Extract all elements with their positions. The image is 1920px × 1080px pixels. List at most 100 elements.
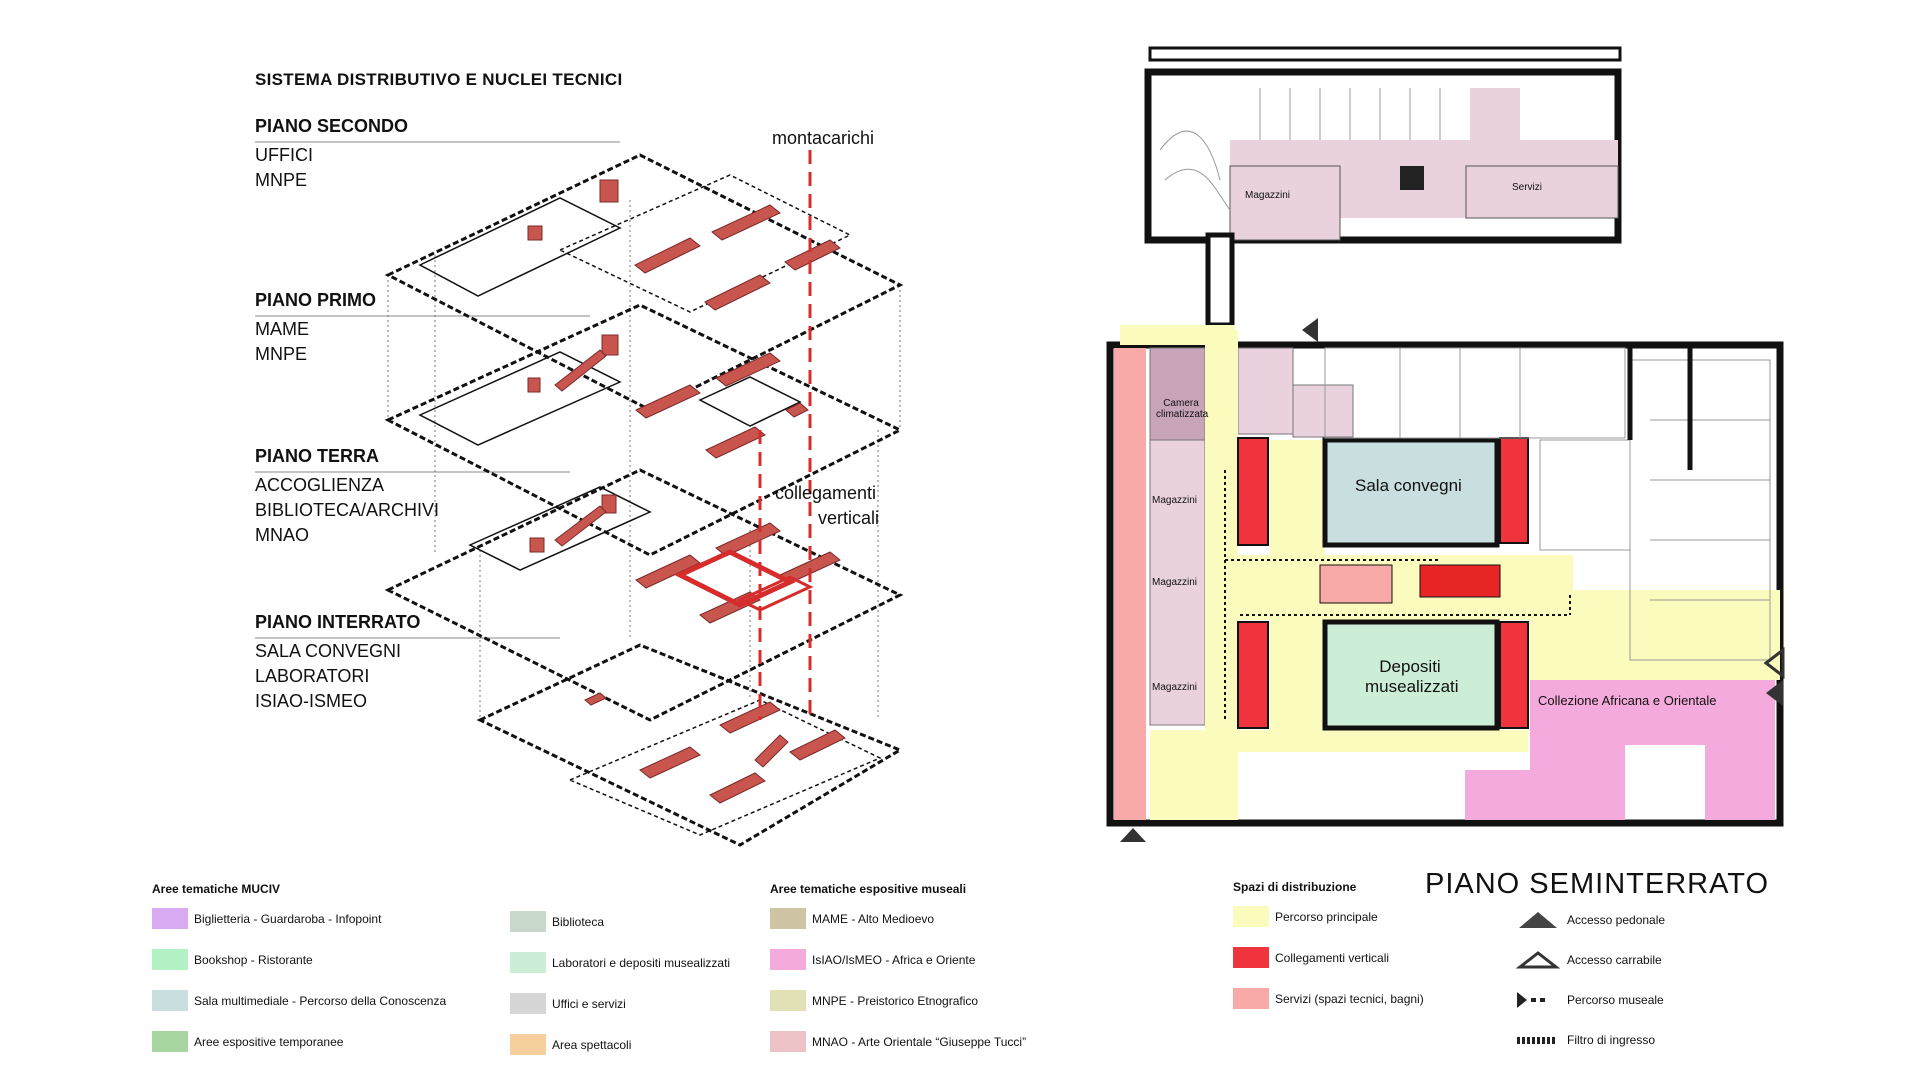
legend-misc: Biblioteca Laboratori e depositi museali… — [510, 911, 730, 1055]
legend-item: Biglietteria - Guardaroba - Infopoint — [152, 908, 446, 929]
floor-item: SALA CONVEGNI — [255, 641, 402, 661]
legend-item: Laboratori e depositi musealizzati — [510, 952, 730, 973]
legend-item: Area spettacoli — [510, 1034, 730, 1055]
legend-musei: Aree tematiche espositive museali MAME -… — [770, 882, 1026, 1052]
slab-piano-secondo — [384, 153, 904, 412]
legend-item: Collegamenti verticali — [1233, 947, 1424, 968]
legend-swatch — [1233, 906, 1269, 927]
accesso-pedonale-icon — [1302, 318, 1318, 342]
legend-item: Sala multimediale - Percorso della Conos… — [152, 990, 446, 1011]
legend-label: Servizi (spazi tecnici, bagni) — [1275, 991, 1424, 1006]
legend-item: Accesso carrabile — [1515, 950, 1665, 970]
legend-swatch — [510, 911, 546, 932]
legend-item: IsIAO/IsMEO - Africa e Oriente — [770, 949, 1026, 970]
main-block — [1106, 318, 1785, 842]
legend-label: Bookshop - Ristorante — [194, 952, 313, 967]
room-label-collezione: Collezione Africana e Orientale — [1538, 693, 1717, 708]
legend-swatch — [770, 990, 806, 1011]
legend-swatch — [510, 1034, 546, 1055]
legend-swatch — [152, 1031, 188, 1052]
verticali-label: verticali — [818, 508, 880, 528]
legend-heading: Aree tematiche MUCIV — [152, 882, 281, 896]
room-label-depositi-2: musealizzati — [1365, 677, 1459, 696]
legend-item: MAME - Alto Medioevo — [770, 908, 1026, 929]
floor-item: UFFICI — [255, 145, 313, 165]
slab-piano-terra — [384, 468, 904, 722]
legend-label: Percorso principale — [1275, 909, 1378, 924]
plan-title: PIANO SEMINTERRATO — [1425, 868, 1770, 900]
room-label-depositi: Depositi musealizzati — [1365, 657, 1459, 697]
dashed-arrow-icon — [1517, 992, 1545, 1008]
floor-item: MNPE — [255, 170, 308, 190]
main-title: SISTEMA DISTRIBUTIVO E NUCLEI TECNICI — [255, 70, 623, 89]
room-label-camera-1: Camera — [1163, 398, 1199, 409]
room-label-servizi: Servizi — [1512, 182, 1543, 193]
room-label-camera-2: climatizzata — [1156, 409, 1209, 420]
legend-label: Laboratori e depositi musealizzati — [552, 955, 731, 970]
legend-item: Aree espositive temporanee — [152, 1031, 446, 1052]
legend-label: Biblioteca — [552, 914, 605, 929]
room-label-magazzini: Magazzini — [1152, 495, 1198, 506]
legend-label: Accesso pedonale — [1567, 913, 1666, 927]
montacarichi-label: montacarichi — [772, 128, 875, 148]
legend-label: Percorso museale — [1567, 993, 1664, 1007]
legend-swatch — [510, 952, 546, 973]
floor-title: PIANO INTERRATO — [255, 612, 421, 632]
collegamenti-label: collegamenti — [775, 483, 877, 503]
legend-item: Uffici e servizi — [510, 993, 730, 1014]
legend-label: MNPE - Preistorico Etnografico — [812, 993, 979, 1008]
legend-accessi: Accesso pedonale Accesso carrabile Perco… — [1515, 910, 1665, 1050]
accesso-pedonale-icon — [1766, 680, 1783, 706]
room-label-magazzini: Magazzini — [1152, 682, 1198, 693]
legend-heading: Aree tematiche espositive museali — [770, 882, 967, 896]
legend-distribuzione: Spazi di distribuzione Percorso principa… — [1233, 880, 1424, 1009]
legend-muciv: Aree tematiche MUCIV Biglietteria - Guar… — [152, 882, 446, 1052]
legend-heading: Spazi di distribuzione — [1233, 880, 1357, 894]
legend-label: Aree espositive temporanee — [194, 1034, 344, 1049]
room-label-magazzini: Magazzini — [1152, 577, 1198, 588]
floor-item: LABORATORI — [255, 666, 370, 686]
legend-swatch — [770, 1031, 806, 1052]
legend-swatch — [770, 908, 806, 929]
floor-item: MNAO — [255, 525, 309, 545]
legend-label: MNAO - Arte Orientale “Giuseppe Tucci” — [812, 1034, 1027, 1049]
floor-item: BIBLIOTECA/ARCHIVI — [255, 500, 440, 520]
legend-item: Percorso principale — [1233, 906, 1424, 927]
legend-item: MNAO - Arte Orientale “Giuseppe Tucci” — [770, 1031, 1026, 1052]
floor-block-secondo: PIANO SECONDO UFFICI MNPE — [255, 116, 408, 193]
floor-title: PIANO SECONDO — [255, 116, 409, 136]
legend-label: Accesso carrabile — [1567, 953, 1662, 967]
legend-swatch — [152, 949, 188, 970]
floor-title: PIANO PRIMO — [255, 290, 377, 310]
floor-title: PIANO TERRA — [255, 446, 380, 466]
floor-item: MNPE — [255, 344, 308, 364]
legend-item: Biblioteca — [510, 911, 730, 932]
legend-item: Bookshop - Ristorante — [152, 949, 446, 970]
room-label-sala-convegni: Sala convegni — [1355, 476, 1462, 495]
legend-item: Servizi (spazi tecnici, bagni) — [1233, 988, 1424, 1009]
legend-label: Uffici e servizi — [552, 996, 626, 1011]
vertical-guides — [387, 200, 901, 720]
filled-triangle-icon — [1519, 912, 1557, 928]
legend-swatch — [1233, 988, 1269, 1009]
connector-corridor — [1205, 232, 1235, 328]
floor-item: ISIAO-ISMEO — [255, 691, 368, 711]
legend-item: MNPE - Preistorico Etnografico — [770, 990, 1026, 1011]
legend-label: Biglietteria - Guardaroba - Infopoint — [194, 911, 382, 926]
accesso-pedonale-icon — [1120, 828, 1146, 842]
legend-swatch — [770, 949, 806, 970]
legend-label: Collegamenti verticali — [1275, 950, 1390, 965]
legend-swatch — [152, 908, 188, 929]
legend-label: IsIAO/IsMEO - Africa e Oriente — [812, 952, 976, 967]
legend-item: Percorso museale — [1515, 990, 1665, 1010]
floor-block-primo: PIANO PRIMO MAME MNPE — [255, 290, 376, 367]
floor-item: MAME — [255, 319, 309, 339]
legend-item: Accesso pedonale — [1515, 910, 1665, 930]
legend-label: Filtro di ingresso — [1567, 1033, 1656, 1047]
floor-block-interrato: PIANO INTERRATO SALA CONVEGNI LABORATORI… — [255, 612, 420, 714]
accesso-carrabile-icon — [1763, 646, 1785, 680]
outline-triangle-icon — [1515, 951, 1561, 969]
